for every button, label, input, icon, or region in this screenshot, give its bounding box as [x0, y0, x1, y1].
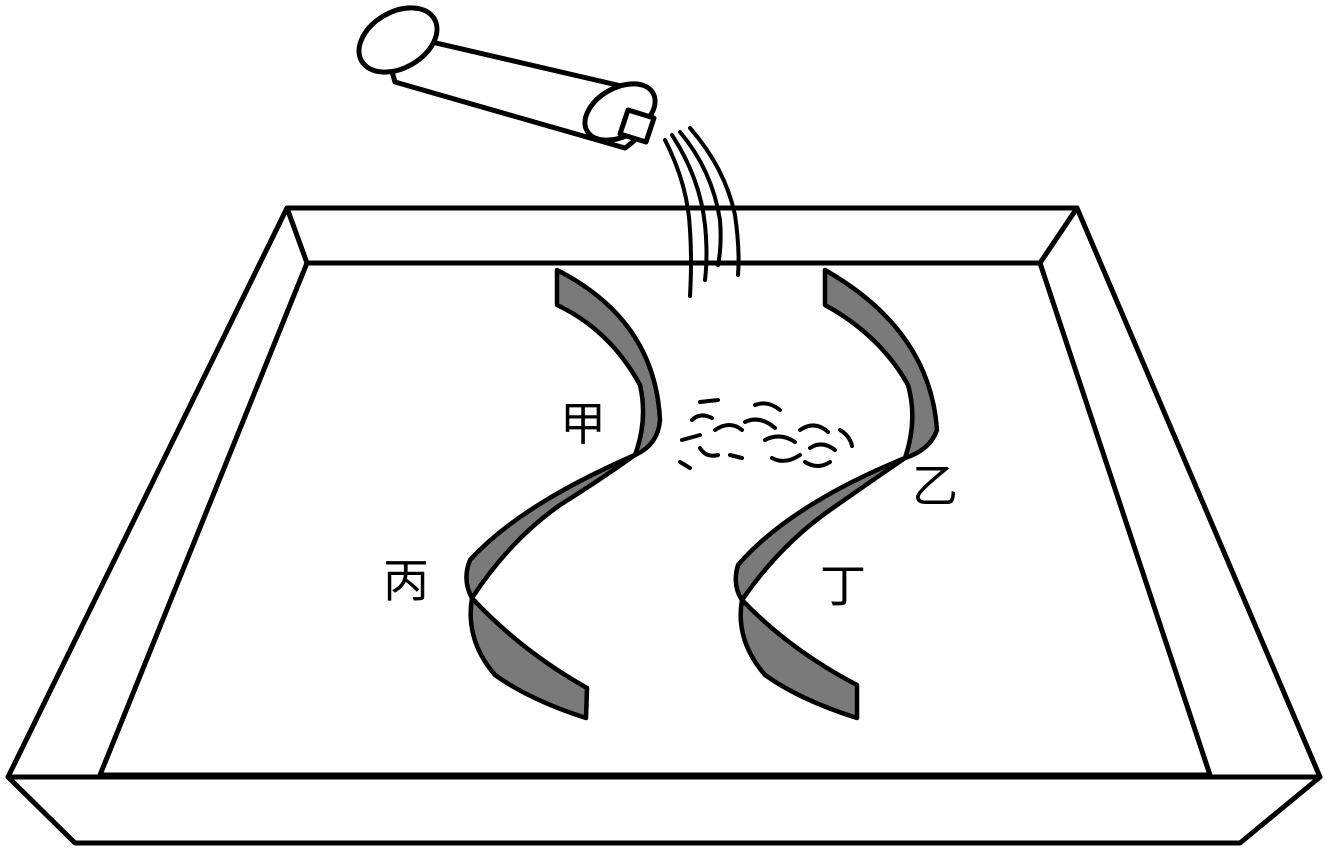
test-tube-lip	[617, 107, 657, 145]
test-tube-closed-end	[356, 5, 440, 75]
test-tube	[356, 5, 658, 151]
splash-dash	[698, 398, 720, 404]
left-ribbon-bottom-segment	[468, 595, 590, 721]
stream-line-3	[678, 130, 723, 267]
splash-dashes	[678, 398, 854, 470]
splash-dash	[713, 423, 744, 432]
label-yi: 乙	[912, 459, 958, 513]
splash-dash	[743, 417, 777, 430]
tray-front-face	[5, 774, 1323, 846]
splash-dash	[770, 453, 802, 463]
label-bing: 丙	[383, 554, 429, 608]
stream-line-4	[688, 126, 741, 277]
splash-dash	[763, 434, 797, 444]
splash-dash	[678, 460, 692, 470]
tray-corner-tr	[1037, 205, 1080, 266]
stream-line-1	[663, 138, 693, 298]
splash-dash	[698, 446, 720, 458]
label-ding: 丁	[820, 559, 866, 613]
splash-dash	[753, 401, 782, 412]
left-ribbon	[464, 267, 663, 721]
splash-dash	[808, 442, 837, 452]
tray-corner-tl	[284, 205, 310, 266]
splash-dash	[803, 460, 832, 468]
splash-dash	[680, 433, 702, 442]
label-jia: 甲	[560, 397, 606, 451]
splash-dash	[728, 453, 744, 460]
splash-dash	[690, 413, 714, 422]
right-ribbon	[733, 267, 940, 721]
liquid-stream	[663, 126, 741, 298]
stream-line-2	[670, 133, 709, 282]
tray	[5, 205, 1323, 846]
right-ribbon-bottom-segment	[738, 597, 860, 721]
splash-dash	[838, 428, 854, 448]
splash-dash	[798, 423, 830, 434]
